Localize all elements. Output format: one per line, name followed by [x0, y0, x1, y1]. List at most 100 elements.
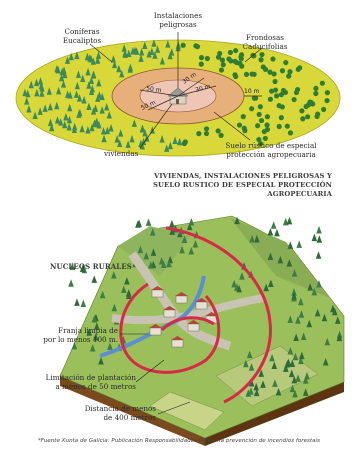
- deciduous-tree: [263, 67, 268, 72]
- label-coniferas: Coníferas Eucaliptos: [52, 27, 112, 45]
- deciduous-tree: [283, 60, 288, 65]
- forest-tree: [312, 234, 318, 242]
- deciduous-tree: [196, 131, 201, 136]
- deciduous-tree: [300, 116, 305, 121]
- label-frondosas: Frondosas Caducifolias: [230, 33, 300, 51]
- deciduous-tree: [237, 122, 242, 127]
- deciduous-tree: [255, 123, 260, 128]
- deciduous-tree: [299, 108, 304, 113]
- deciduous-tree: [205, 56, 210, 61]
- label-distancia: Distancia de menos de 400 metros: [60, 404, 156, 422]
- forest-tree: [169, 220, 175, 228]
- house: [172, 340, 183, 347]
- source-footnote: *Fuente Xunta de Galicia: Publicación Re…: [0, 438, 358, 446]
- forest-tree: [271, 221, 277, 229]
- deciduous-tree: [258, 57, 263, 62]
- deciduous-tree: [305, 114, 310, 119]
- deciduous-tree: [242, 126, 247, 131]
- forest-tree: [268, 228, 274, 236]
- house: [164, 310, 175, 317]
- deciduous-tree: [279, 115, 284, 120]
- forest-tree: [146, 218, 152, 226]
- deciduous-tree: [277, 124, 282, 129]
- deciduous-tree: [204, 131, 209, 136]
- deciduous-tree: [281, 88, 286, 93]
- deciduous-tree: [291, 97, 296, 102]
- deciduous-tree: [249, 106, 254, 111]
- forest-tree: [296, 240, 302, 248]
- deciduous-tree: [285, 124, 290, 129]
- forest-tree: [91, 275, 97, 283]
- forest-tree: [316, 226, 322, 234]
- house: [152, 290, 163, 297]
- house: [150, 328, 161, 335]
- deciduous-tree: [241, 114, 246, 119]
- forest-tree: [68, 279, 74, 287]
- deciduous-tree: [238, 54, 243, 59]
- forest-tree: [74, 298, 80, 306]
- deciduous-tree: [265, 127, 270, 132]
- deciduous-tree: [249, 71, 254, 76]
- forest-tree: [287, 217, 293, 225]
- forest-tree: [317, 235, 323, 243]
- deciduous-tree: [321, 107, 326, 112]
- forest-tree: [316, 251, 322, 258]
- deciduous-tree: [276, 103, 281, 108]
- deciduous-tree: [221, 62, 226, 67]
- deciduous-tree: [259, 52, 264, 57]
- deciduous-tree: [199, 62, 204, 67]
- distance-label: 10 m: [244, 88, 260, 95]
- label-limitacion: Limitación de plantación a menos de 50 m…: [20, 373, 136, 391]
- deciduous-tree: [228, 58, 233, 63]
- deciduous-tree: [264, 122, 269, 127]
- label-suelo: Suelo rústico de especial protección agr…: [218, 141, 324, 159]
- deciduous-tree: [297, 65, 302, 70]
- deciduous-tree: [313, 86, 318, 91]
- deciduous-tree: [265, 114, 270, 119]
- house: [188, 324, 199, 331]
- deciduous-tree: [268, 97, 273, 102]
- deciduous-tree: [280, 68, 285, 73]
- deciduous-tree: [308, 100, 313, 105]
- deciduous-tree: [219, 67, 224, 72]
- forest-tree: [189, 218, 195, 226]
- deciduous-tree: [295, 87, 300, 92]
- deciduous-tree: [325, 90, 330, 95]
- deciduous-tree: [199, 55, 204, 60]
- deciduous-tree: [259, 118, 264, 123]
- house: [196, 302, 207, 309]
- deciduous-tree: [273, 87, 278, 92]
- deciduous-tree: [193, 43, 198, 48]
- deciduous-tree: [237, 61, 242, 66]
- deciduous-tree: [270, 56, 275, 61]
- deciduous-tree: [274, 93, 279, 98]
- house: [176, 296, 187, 303]
- deciduous-tree: [257, 112, 262, 117]
- deciduous-tree: [233, 74, 238, 79]
- deciduous-tree: [258, 104, 263, 109]
- deciduous-tree: [216, 55, 221, 60]
- deciduous-tree: [287, 69, 292, 74]
- label-franja: Franja limpia de por lo menos 100 m.: [18, 326, 118, 344]
- deciduous-tree: [244, 72, 249, 77]
- deciduous-tree: [182, 141, 187, 146]
- deciduous-tree: [313, 91, 318, 96]
- deciduous-tree: [314, 114, 319, 119]
- forest-tree: [274, 229, 280, 237]
- deciduous-tree: [286, 74, 291, 79]
- deciduous-tree: [320, 81, 325, 86]
- forest-tree: [81, 300, 87, 308]
- deciduous-tree: [216, 128, 221, 133]
- deciduous-tree: [219, 133, 224, 138]
- deciduous-tree: [271, 71, 276, 76]
- bottom-heading: NUCLEOS RURALES: [50, 262, 132, 271]
- deciduous-tree: [272, 79, 277, 84]
- deciduous-tree: [204, 126, 209, 131]
- top-heading: VIVIENDAS, INSTALACIONES PELIGROSAS Y SU…: [32, 172, 332, 199]
- label-instalaciones: Instalaciones peligrosas: [140, 11, 216, 29]
- deciduous-tree: [324, 98, 329, 103]
- deciduous-tree: [181, 43, 186, 48]
- label-viviendas: viviendas: [104, 149, 138, 158]
- deciduous-tree: [288, 130, 293, 135]
